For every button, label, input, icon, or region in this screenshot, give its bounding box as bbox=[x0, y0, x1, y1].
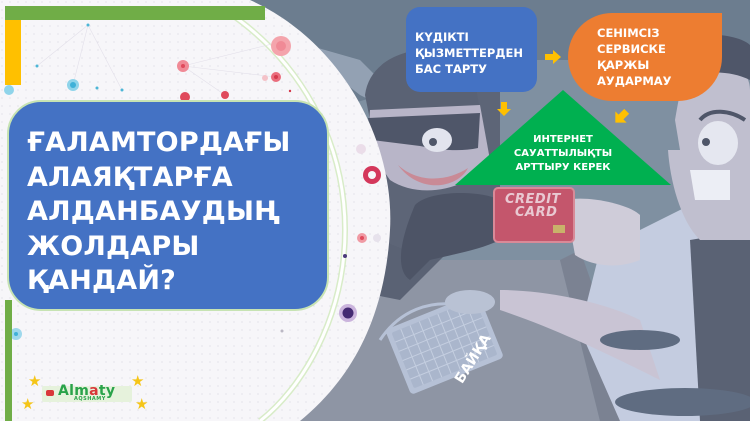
star-icon: ★ bbox=[135, 395, 149, 413]
slide-title: ҒАЛАМТОРДАҒЫ АЛАЯҚТАРҒА АЛДАНБАУДЫҢ ЖОЛД… bbox=[27, 126, 327, 299]
credit-card-text: CREDIT bbox=[505, 192, 561, 207]
logo-subtitle: AQSHAMY bbox=[74, 396, 106, 402]
triangle-label: ИНТЕРНЕТ САУАТТЫЛЫҚТЫ АРТТЫРУ КЕРЕК bbox=[455, 133, 671, 175]
box-text-line: БАС ТАРТУ bbox=[415, 62, 487, 76]
box-text-line: КҮДІКТІ bbox=[415, 30, 469, 44]
star-icon: ★ bbox=[28, 372, 42, 390]
box-text-line: ҚАРЖЫ bbox=[597, 58, 650, 72]
arrow-down-left-icon bbox=[615, 109, 629, 123]
title-line: АЛДАНБАУДЫҢ bbox=[27, 196, 281, 227]
box-text-line: ҚЫЗМЕТТЕРДЕН bbox=[415, 46, 523, 60]
box-text-line: АУДАРМАУ bbox=[597, 74, 672, 88]
title-line: ЖОЛДАРЫ bbox=[27, 230, 200, 262]
logo-text: a bbox=[89, 383, 99, 399]
star-icon: ★ bbox=[21, 395, 35, 413]
logo-text: ty bbox=[98, 383, 116, 399]
no-untrusted-transfer-box: СЕНІМСІЗ СЕРВИСКЕ ҚАРЖЫ АУДАРМАУ bbox=[568, 13, 722, 101]
title-line: ҚАНДАЙ? bbox=[27, 265, 177, 296]
yellow-accent-bar bbox=[5, 20, 21, 85]
logo-text: Alm bbox=[58, 383, 90, 399]
triangle-text-line: ИНТЕРНЕТ bbox=[533, 134, 593, 145]
title-line: АЛАЯҚТАРҒА bbox=[27, 161, 233, 193]
triangle-text-line: САУАТТЫЛЫҚТЫ bbox=[513, 148, 613, 159]
credit-card-text: CARD bbox=[515, 205, 558, 220]
logo-emblem-icon bbox=[46, 390, 54, 396]
card-chip-icon bbox=[553, 225, 565, 233]
box-text-line: СЕНІМСІЗ bbox=[597, 26, 660, 40]
left-green-accent-bar bbox=[5, 300, 12, 421]
top-green-accent-bar bbox=[5, 6, 265, 20]
credit-card: CREDIT CARD bbox=[493, 187, 575, 243]
almaty-aqshamy-logo: Almaty AQSHAMY bbox=[42, 383, 132, 402]
refuse-suspicious-services-box: КҮДІКТІ ҚЫЗМЕТТЕРДЕН БАС ТАРТУ bbox=[406, 7, 537, 92]
logo-wordmark: Almaty bbox=[58, 383, 115, 399]
star-icon: ★ bbox=[131, 372, 145, 390]
title-box: ҒАЛАМТОРДАҒЫ АЛАЯҚТАРҒА АЛДАНБАУДЫҢ ЖОЛД… bbox=[7, 100, 329, 311]
box-text-line: СЕРВИСКЕ bbox=[597, 42, 666, 56]
title-line: ҒАЛАМТОРДАҒЫ bbox=[27, 127, 291, 158]
triangle-text-line: АРТТЫРУ КЕРЕК bbox=[515, 162, 611, 173]
arrow-right-icon bbox=[545, 50, 561, 64]
internet-literacy-triangle bbox=[455, 90, 671, 185]
arrow-down-icon bbox=[497, 102, 511, 116]
